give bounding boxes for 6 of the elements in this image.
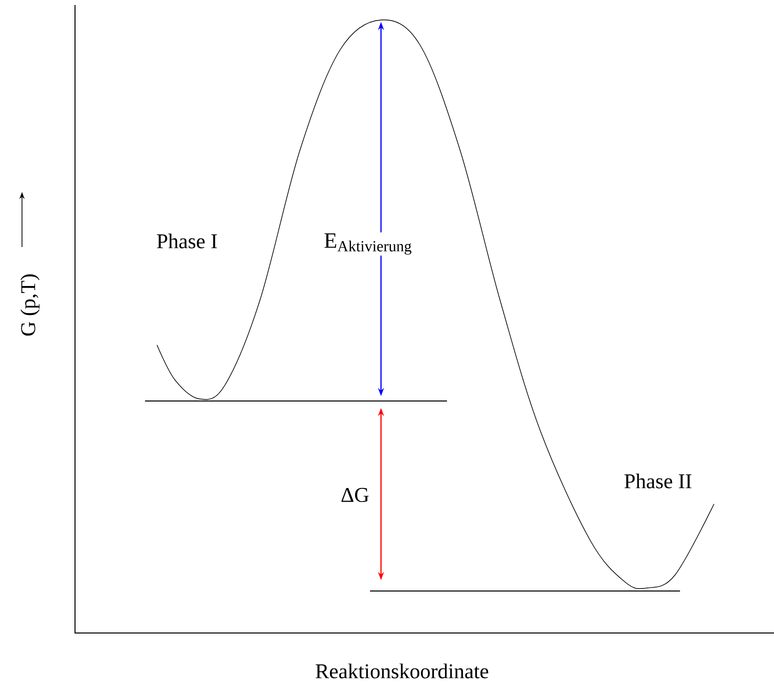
energy-label: ΔG [341, 488, 369, 502]
axis-label: Reaktionskoordinate [316, 664, 488, 678]
phase-label: Phase I [157, 234, 217, 248]
axis-label: G (p,T) [20, 274, 40, 336]
phase-label: Phase II [624, 474, 692, 488]
energy-label: $\mathrm{E}_{\mathrm{Aktivierung}}$ [322, 232, 414, 256]
